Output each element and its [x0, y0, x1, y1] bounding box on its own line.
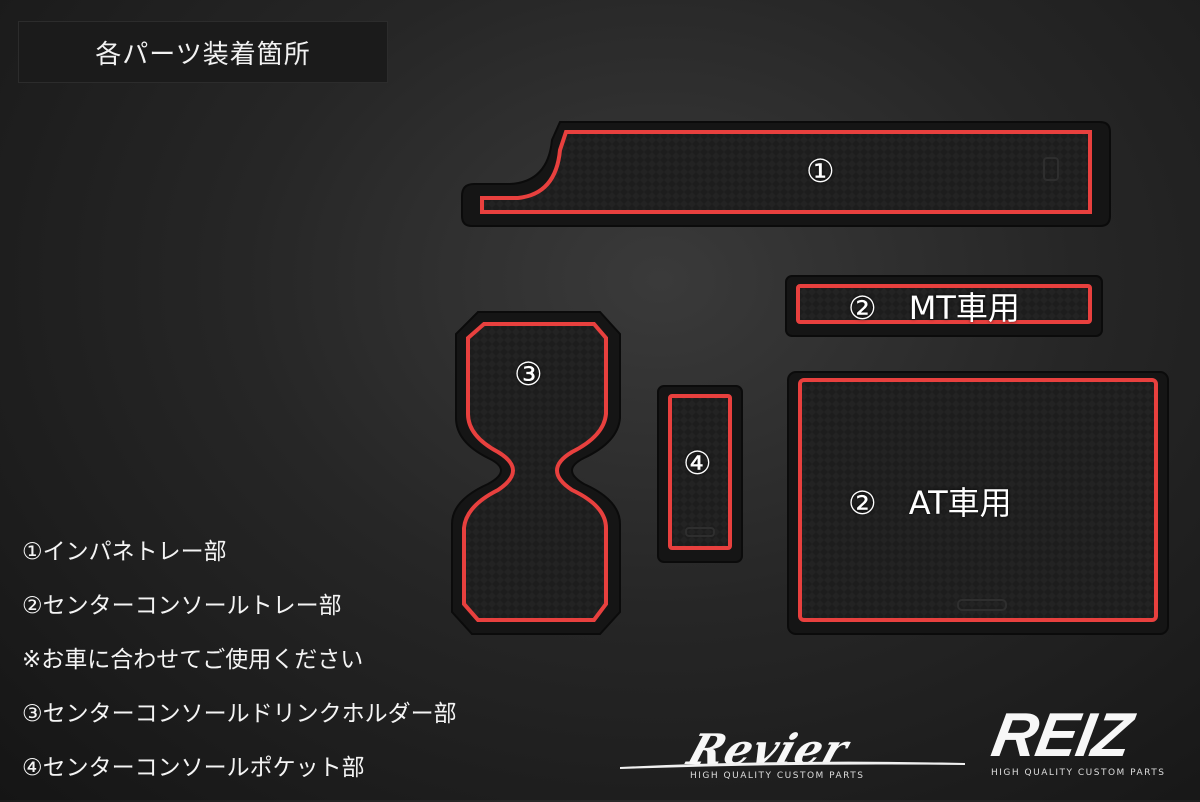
legend-note: ※お車に合わせてご使用ください — [22, 647, 364, 673]
part-label-2-mt: ② MT車用 — [848, 289, 1020, 327]
mat-drink-holder — [451, 311, 621, 635]
mat-console-mt — [785, 275, 1103, 337]
part-label-3: ③ — [514, 355, 543, 393]
parts-legend: ①インパネトレー部 ②センターコンソールトレー部 ※お車に合わせてご使用ください… — [22, 532, 457, 802]
mat-instrument-panel — [461, 121, 1111, 227]
legend-item: ④センターコンソールポケット部 — [22, 755, 365, 781]
revier-logo: Revier HIGH QUALITY CUSTOM PARTS — [620, 725, 965, 785]
revier-tagline: HIGH QUALITY CUSTOM PARTS — [690, 771, 865, 781]
part-label-2-at: ② AT車用 — [848, 484, 1012, 522]
part-label-1: ① — [806, 152, 835, 190]
mat-console-at — [787, 371, 1169, 635]
reiz-logo: REIZ HIGH QUALITY CUSTOM PARTS — [985, 700, 1185, 790]
part-label-4: ④ — [683, 444, 712, 482]
mat-pocket — [657, 385, 743, 563]
revier-swoosh-icon — [620, 761, 965, 769]
legend-item: ②センターコンソールトレー部 — [22, 593, 342, 619]
legend-item: ③センターコンソールドリンクホルダー部 — [22, 701, 457, 727]
page-title: 各パーツ装着箇所 — [18, 21, 388, 83]
reiz-logo-word: REIZ — [986, 701, 1137, 770]
reiz-tagline: HIGH QUALITY CUSTOM PARTS — [991, 768, 1166, 778]
legend-item: ①インパネトレー部 — [22, 539, 227, 565]
